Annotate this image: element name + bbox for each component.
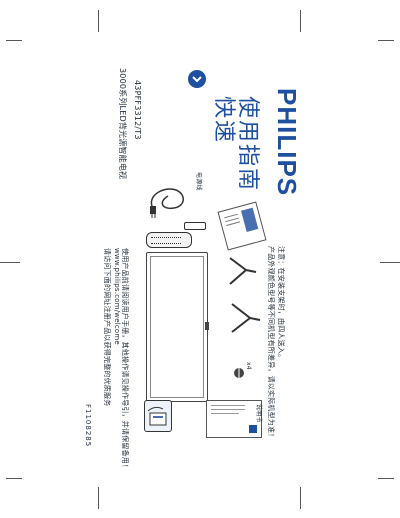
crop-mark [0,262,20,263]
intro-line1: 请访问下面的网址注册产品以获得完整的优质服务 [103,248,111,407]
booklet-illustration [217,201,267,251]
power-cord-illustration [150,188,184,218]
book-icon [147,406,167,426]
batteries-illustration [184,222,206,230]
crop-mark [6,40,22,41]
doc-code: F1108285 [84,404,92,448]
crop-mark [380,262,400,263]
intro-line2: 使用产品前请阅读用户手册，其他操作请见操作导引，并请保留备用！ [121,248,129,472]
crop-mark [378,40,394,41]
power-cord-label: 电源线 [195,172,202,191]
tv-illustration [146,252,208,402]
footer-line2: 注意：在安装支架时，由四人送入。 [277,246,285,362]
crop-mark [300,10,301,32]
doc-label: 说明书 [255,404,262,423]
crop-mark [98,10,99,32]
crop-mark [378,478,394,479]
manual-illustration [206,400,262,438]
screw-count: x4 [245,362,252,370]
page-title-line2: 使用指南 [235,96,260,193]
crop-mark [6,478,22,479]
chevron-right-icon [188,70,206,88]
tv-screen [150,256,204,398]
philips-logo: PHILIPS [272,88,302,197]
remote-control-illustration [146,232,192,248]
crop-mark [300,487,301,509]
tv-logo-tab [205,322,209,330]
hand-book-icon [144,400,172,432]
stand-legs-illustration [229,257,261,333]
product-model: 43PFF3312/T3 [133,80,142,140]
crop-mark [98,487,99,509]
product-series: 3000系列LED背光源智能电视 [118,68,127,180]
screws-illustration [234,368,244,378]
chevron-down-icon [192,76,202,83]
footer-line1: 产品外观颜色型号等不同机型有所差异，请以实际机型为准！ [267,246,275,441]
